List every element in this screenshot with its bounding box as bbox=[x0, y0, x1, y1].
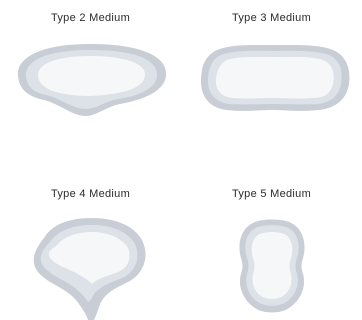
cushion-card-type-4: Type 4 Medium bbox=[0, 160, 181, 320]
type-4-cushion-outline-icon bbox=[0, 160, 181, 320]
cushion-card-type-5: Type 5 Medium bbox=[181, 160, 362, 320]
cushion-card-type-3: Type 3 Medium bbox=[181, 0, 362, 160]
type-3-cushion-outline-icon bbox=[181, 0, 362, 160]
type-2-cushion-outline-icon bbox=[0, 0, 181, 160]
type-5-cushion-outline-icon bbox=[181, 160, 362, 320]
cushion-card-type-2: Type 2 Medium bbox=[0, 0, 181, 160]
